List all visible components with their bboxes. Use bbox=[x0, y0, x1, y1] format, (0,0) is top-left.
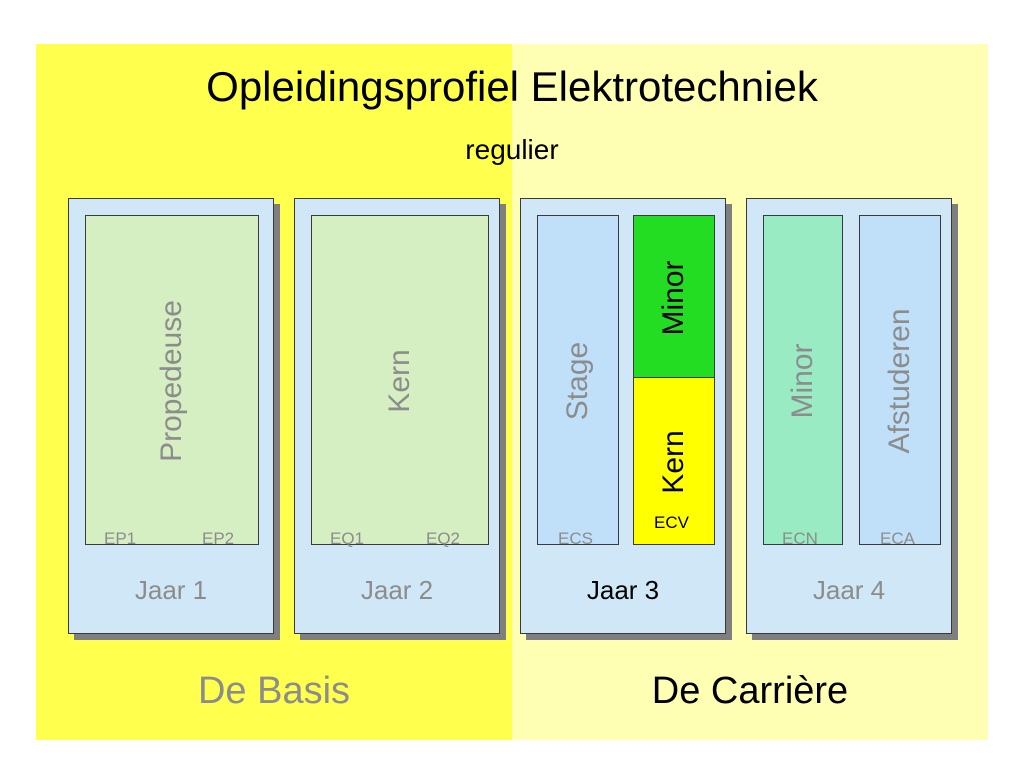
module-kern: Kern EQ1 EQ2 bbox=[311, 215, 489, 548]
module-code: ECA bbox=[880, 529, 915, 548]
module-afstuderen: Afstuderen ECA bbox=[859, 215, 941, 548]
module-label: Stage bbox=[561, 341, 594, 421]
year-panel-3: Stage ECS Minor Kern ECV Jaar 3 bbox=[520, 198, 726, 634]
module-label: Minor bbox=[657, 260, 690, 336]
page-subtitle: regulier bbox=[465, 134, 559, 165]
year-panel-4: Minor ECN Afstuderen ECA Jaar 4 bbox=[746, 198, 952, 634]
module-stage: Stage ECS bbox=[537, 215, 619, 548]
year-label: Jaar 2 bbox=[360, 575, 434, 605]
module-code: ECV bbox=[654, 513, 689, 532]
module-minor: Minor bbox=[633, 215, 715, 378]
module-code: EQ1 bbox=[330, 529, 365, 548]
year-panel-1: Propedeuse EP1 EP2 Jaar 1 bbox=[68, 198, 274, 634]
module-label: Afstuderen bbox=[883, 308, 916, 454]
module-code: ECS bbox=[558, 529, 593, 548]
module-propedeuse: Propedeuse EP1 EP2 bbox=[85, 215, 259, 548]
module-code: ECN bbox=[782, 529, 818, 548]
section-label-basis: De Basis bbox=[197, 670, 351, 712]
year-label: Jaar 3 bbox=[586, 575, 660, 605]
module-code: EQ2 bbox=[426, 529, 461, 548]
section-label-carriere: De Carrière bbox=[651, 670, 849, 712]
module-label: Kern bbox=[383, 349, 416, 413]
page-title: Opleidingsprofiel Elektrotechniek bbox=[206, 63, 818, 110]
module-label: Kern bbox=[657, 430, 690, 494]
year-label: Jaar 1 bbox=[134, 575, 208, 605]
module-code: EP2 bbox=[202, 529, 235, 548]
module-label: Minor bbox=[786, 343, 819, 419]
year-label: Jaar 4 bbox=[812, 575, 886, 605]
year-panel-2: Kern EQ1 EQ2 Jaar 2 bbox=[294, 198, 500, 634]
module-minor-ecn: Minor ECN bbox=[763, 215, 843, 548]
module-label: Propedeuse bbox=[155, 300, 188, 462]
module-kern-ecv: Kern ECV bbox=[633, 377, 715, 545]
module-code: EP1 bbox=[104, 529, 137, 548]
